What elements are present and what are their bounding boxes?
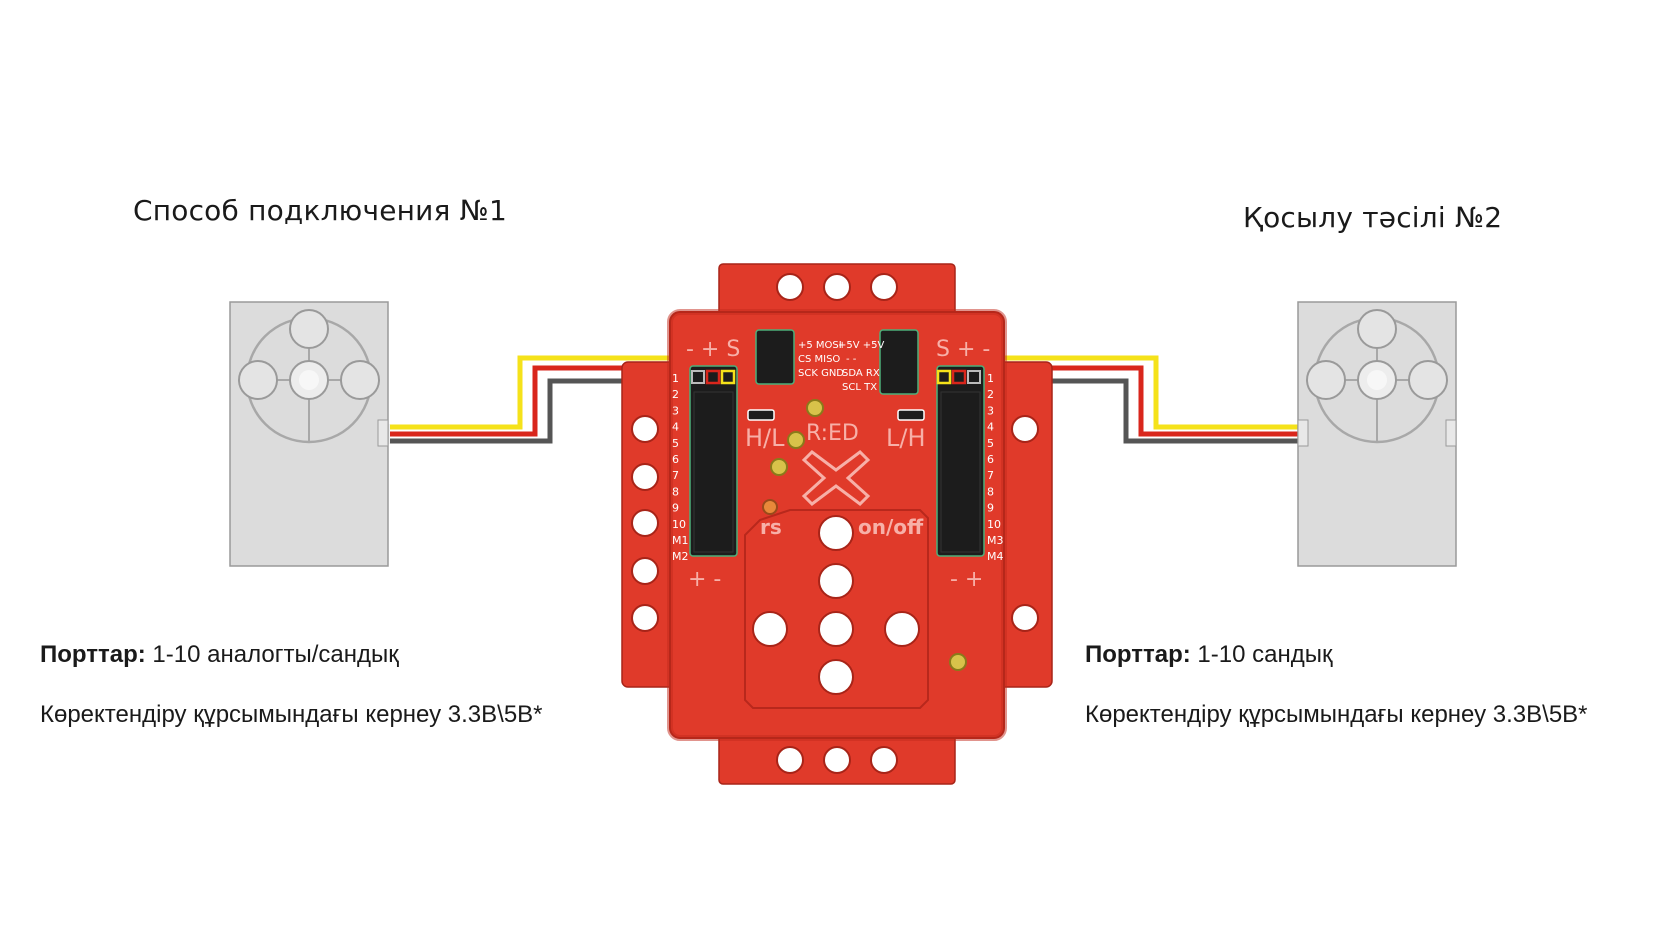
reset-label: rs [760, 515, 782, 539]
right-pin1-ground-socket [967, 370, 981, 384]
left-pin-label-9: 9 [672, 502, 679, 515]
right-pin-label-10: 10 [987, 518, 1001, 531]
i2c-label-row3: SDA RX [842, 368, 880, 379]
right-pin-label-2: 2 [987, 388, 994, 401]
right-button[interactable] [884, 611, 920, 647]
left-ports-caption: Порттар: 1-10 аналогты/сандық [40, 641, 399, 669]
left-pin1-ground-socket [691, 370, 705, 384]
top-left-polarity: - + S [686, 337, 740, 362]
left-button[interactable] [752, 611, 788, 647]
left-ports-label: Порттар: [40, 641, 146, 668]
left-pin-label-4: 4 [672, 421, 679, 434]
top-right-polarity: S + - [936, 337, 990, 362]
left-pin-label-7: 7 [672, 469, 679, 482]
power-label: on/off [858, 515, 924, 539]
left-pin-label-2: 2 [672, 388, 679, 401]
left-pin-header [689, 365, 738, 557]
spi-header [755, 329, 795, 385]
i2c-label-row1: +5V +5V [838, 340, 885, 351]
right-pin-label-3: 3 [987, 404, 994, 417]
button-panel [744, 509, 929, 709]
right-pin-label-6: 6 [987, 453, 994, 466]
right-pin-label-11: M3 [987, 534, 1004, 547]
i2c-header [879, 329, 919, 395]
led-2 [787, 431, 805, 449]
reset-button[interactable] [762, 499, 778, 515]
right-method-title: Қосылу тәсілі №2 [1243, 201, 1503, 234]
bottom-right-polarity: - + [950, 567, 983, 592]
right-ports-caption: Порттар: 1-10 сандық [1085, 641, 1333, 669]
left-pin1-power-socket [705, 369, 721, 385]
right-ports-label: Порттар: [1085, 641, 1191, 668]
left-mode-switch [747, 409, 775, 421]
left-pin-label-5: 5 [672, 437, 679, 450]
up-button[interactable] [818, 563, 854, 599]
spi-label-row1: +5 MOSI [798, 340, 842, 351]
left-pin-label-6: 6 [672, 453, 679, 466]
right-ports-value: 1-10 сандық [1190, 641, 1333, 668]
left-ports-value: 1-10 аналогты/сандық [145, 641, 399, 668]
right-pin-label-9: 9 [987, 502, 994, 515]
right-pin1-power-socket [951, 369, 967, 385]
left-pin-label-3: 3 [672, 404, 679, 417]
left-pin-label-10: 10 [672, 518, 686, 531]
right-voltage-caption: Көректендіру құрсымындағы кернеу 3.3В\5В… [1085, 701, 1588, 728]
led-1 [806, 399, 824, 417]
left-pin-label-12: M2 [672, 550, 689, 563]
left-method-title: Способ подключения №1 [133, 194, 508, 227]
right-pin1-signal-socket [936, 369, 952, 385]
board-logo-x-icon [801, 450, 871, 506]
board-logo: R:ED [806, 421, 859, 446]
left-pin-label-11: M1 [672, 534, 689, 547]
left-switch-label: H/L [745, 424, 785, 452]
right-pin-label-5: 5 [987, 437, 994, 450]
controller-board: - + S S + - + - - + +5 MOSI CS MISO SCK … [621, 263, 1053, 785]
left-pin-label-8: 8 [672, 485, 679, 498]
led-3 [770, 458, 788, 476]
down-button[interactable] [818, 659, 854, 695]
right-pin-label-4: 4 [987, 421, 994, 434]
right-switch-label: L/H [886, 424, 926, 452]
i2c-label-row4: SCL TX [842, 382, 877, 393]
right-sensor-module [1297, 301, 1457, 567]
right-pin-label-8: 8 [987, 485, 994, 498]
right-pin-label-12: M4 [987, 550, 1004, 563]
right-mode-switch [897, 409, 925, 421]
left-pin1-signal-socket [720, 369, 736, 385]
right-pin-label-7: 7 [987, 469, 994, 482]
led-4 [949, 653, 967, 671]
right-pin-header [936, 365, 985, 557]
left-sensor-module [229, 301, 389, 567]
center-button[interactable] [818, 611, 854, 647]
left-voltage-caption: Көректендіру құрсымындағы кернеу 3.3В\5В… [40, 701, 543, 728]
power-button[interactable] [818, 515, 854, 551]
spi-label-row2: CS MISO [798, 354, 840, 365]
i2c-label-row2: - - [846, 354, 857, 365]
right-pin-label-1: 1 [987, 372, 994, 385]
left-pin-label-1: 1 [672, 372, 679, 385]
bottom-left-polarity: + - [688, 567, 721, 592]
spi-label-row3: SCK GND [798, 368, 844, 379]
